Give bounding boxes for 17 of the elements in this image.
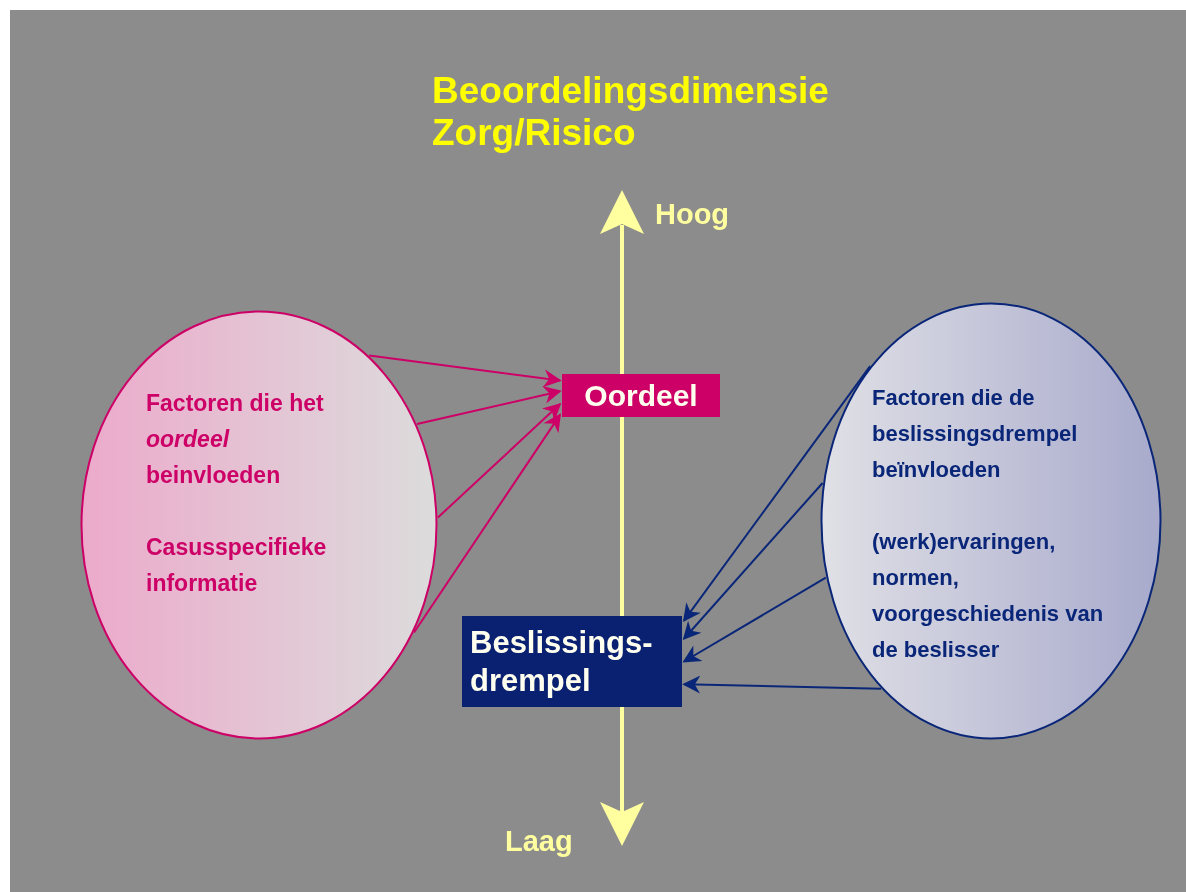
arrow — [368, 354, 562, 388]
ellipse-text: Factoren die het oordeel beinvloeden — [146, 389, 325, 490]
arrow — [682, 481, 824, 641]
ellipse-text: (werk)ervaringen, normen, voorgeschiedenis van de beslisser — [872, 528, 1105, 664]
arrow — [413, 413, 561, 634]
ellipse-text: Factoren die de beslissingsdrempel beïnvloeden — [872, 384, 1079, 484]
title: Beoordelingsdimensie Zorg/Risico — [432, 70, 830, 154]
axis-label: Hoog — [655, 197, 730, 232]
arrow — [436, 402, 562, 519]
arrow — [682, 576, 827, 663]
arrow — [682, 675, 883, 694]
arrow — [416, 386, 562, 426]
arrow — [682, 365, 872, 622]
label-box: Beslissings- drempel — [462, 616, 682, 707]
label-box: Oordeel — [562, 374, 720, 417]
axis-label: Laag — [505, 824, 573, 859]
ellipse-text: Casusspecifieke informatie — [146, 533, 328, 598]
